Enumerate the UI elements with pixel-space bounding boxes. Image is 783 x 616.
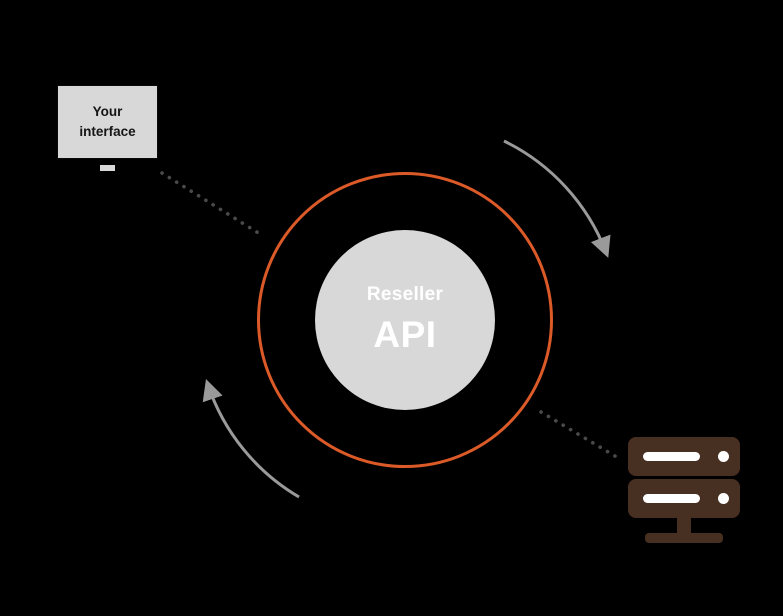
monitor-stand xyxy=(100,165,115,171)
api-inner-circle: Reseller API xyxy=(315,230,495,410)
dotted-connector-api-to-server xyxy=(539,410,622,461)
api-title: Reseller xyxy=(366,284,444,305)
server-slot xyxy=(643,452,700,461)
server-led-dot xyxy=(718,451,729,462)
server-led-dot xyxy=(718,493,729,504)
server-unit-top xyxy=(628,437,740,476)
monitor-screen: Your interface xyxy=(57,85,158,159)
server-unit-bottom xyxy=(628,479,740,518)
server-stand-neck xyxy=(677,518,691,533)
server-slot xyxy=(643,494,700,503)
api-subtitle: API xyxy=(373,314,437,355)
server-icon xyxy=(628,437,740,543)
dotted-connector-interface-to-api xyxy=(160,171,262,236)
api-ring: Reseller API xyxy=(257,172,553,468)
interface-label: Your interface xyxy=(79,103,136,139)
server-stand-base xyxy=(645,533,723,543)
monitor-icon: Your interface xyxy=(57,85,158,171)
